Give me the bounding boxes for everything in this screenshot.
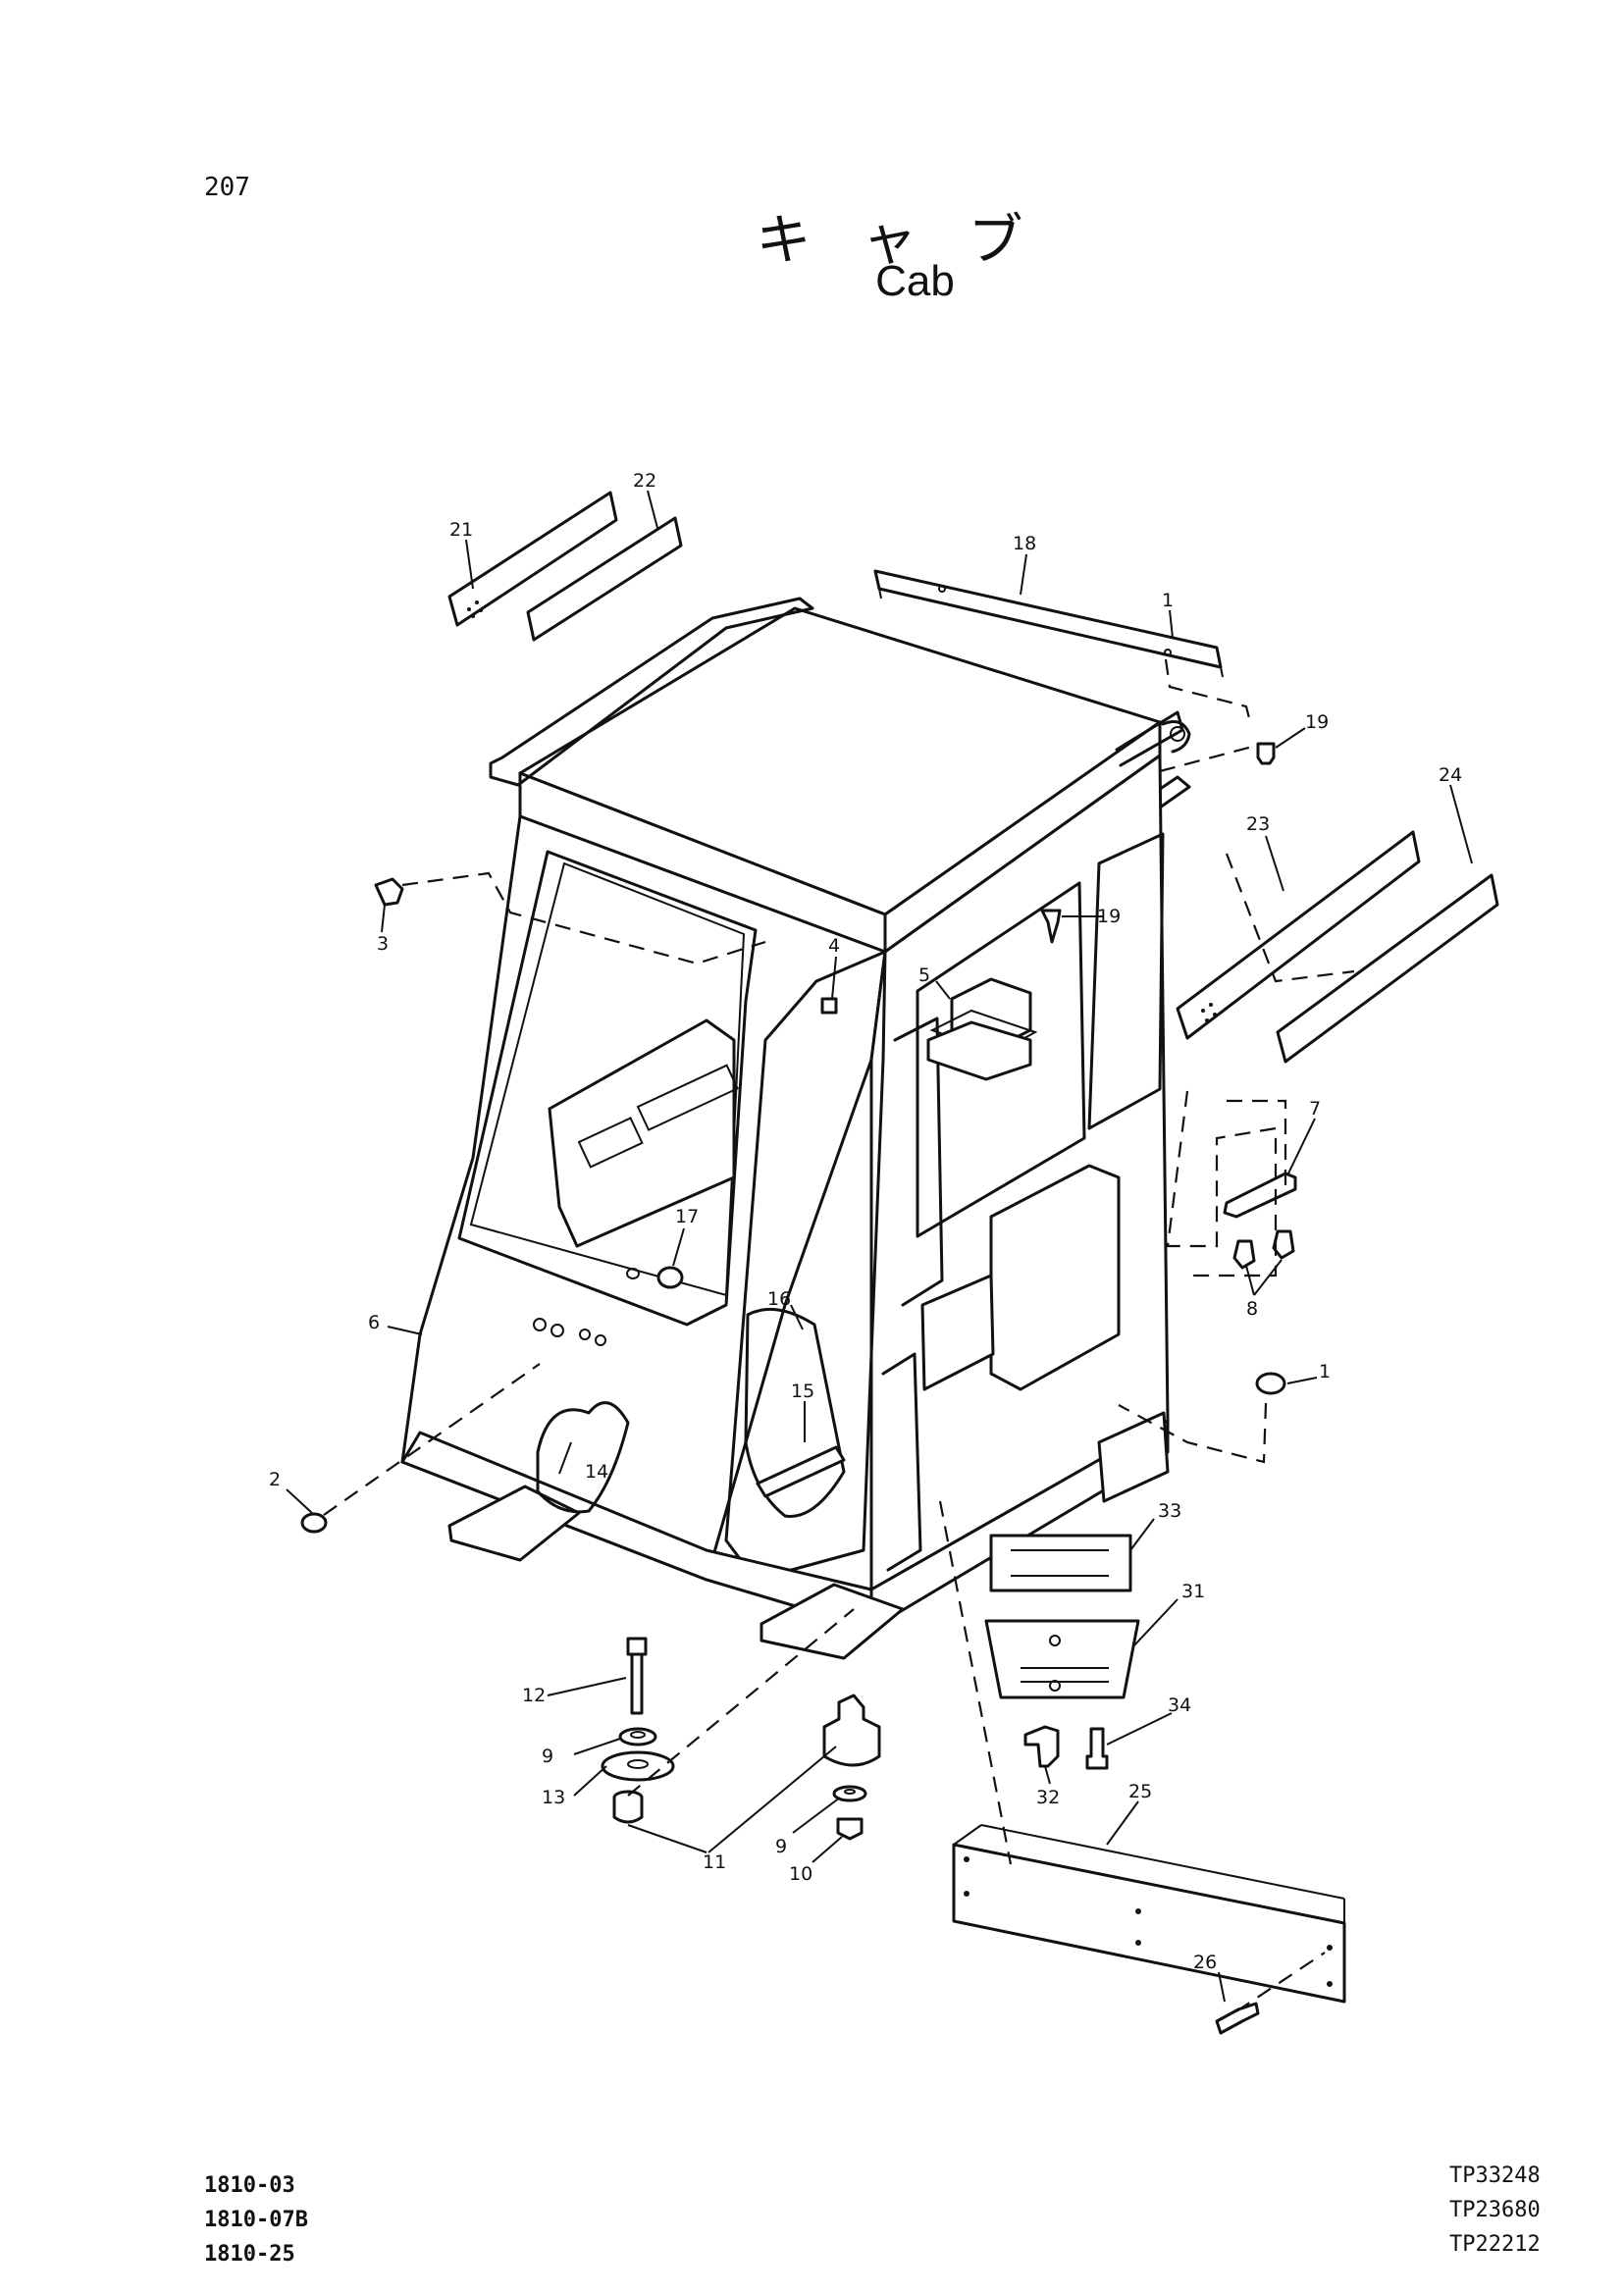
callout-3: 3 bbox=[377, 933, 389, 955]
bolt-19-mid bbox=[1040, 909, 1062, 944]
callout-21: 21 bbox=[449, 519, 473, 541]
callout-10: 10 bbox=[789, 1863, 812, 1885]
footer-code: TP33248 bbox=[1449, 2164, 1541, 2188]
callout-26: 26 bbox=[1193, 1952, 1217, 1973]
washer-9-right bbox=[832, 1785, 867, 1802]
callout-31: 31 bbox=[1181, 1581, 1205, 1602]
seal-strip-22 bbox=[526, 516, 683, 642]
elbow-32 bbox=[1023, 1725, 1060, 1768]
callout-15: 15 bbox=[791, 1381, 814, 1402]
page-number: 207 bbox=[204, 173, 250, 202]
assembly-line bbox=[627, 1608, 855, 1797]
assembly-line bbox=[1235, 1952, 1326, 2012]
callout-12: 12 bbox=[522, 1685, 546, 1706]
assembly-line bbox=[1159, 744, 1257, 773]
callout-13: 13 bbox=[542, 1787, 565, 1808]
plate-33 bbox=[989, 1534, 1132, 1592]
footer-code: 1810-03 bbox=[204, 2173, 295, 2198]
cap-17 bbox=[626, 1266, 684, 1289]
assembly-line bbox=[323, 1363, 541, 1516]
assembly-line bbox=[401, 871, 766, 965]
callout-22: 22 bbox=[633, 470, 656, 492]
bar-25 bbox=[952, 1824, 1346, 2004]
assembly-line bbox=[1164, 658, 1253, 727]
callout-19-top: 19 bbox=[1305, 711, 1329, 733]
footer-code: TP22212 bbox=[1449, 2232, 1541, 2257]
callout-9-left: 9 bbox=[542, 1746, 553, 1767]
callout-17: 17 bbox=[675, 1206, 699, 1227]
callout-25: 25 bbox=[1128, 1781, 1152, 1802]
callout-7: 7 bbox=[1309, 1098, 1321, 1120]
mount-11-right bbox=[822, 1694, 881, 1767]
page-title-english: Cab bbox=[875, 257, 955, 305]
callout-1-right: 1 bbox=[1319, 1361, 1331, 1382]
assembly-line bbox=[1118, 1402, 1268, 1464]
callout-18: 18 bbox=[1013, 533, 1036, 554]
callout-6: 6 bbox=[368, 1312, 380, 1333]
callout-16: 16 bbox=[767, 1288, 791, 1310]
bolt-12 bbox=[626, 1637, 648, 1715]
page-title-japanese: キャブ bbox=[756, 209, 1074, 273]
cab-frame-6 bbox=[400, 597, 1191, 1660]
bolt-19-top bbox=[1256, 742, 1276, 765]
assembly-line bbox=[938, 1500, 1013, 1865]
callout-19-mid: 19 bbox=[1097, 906, 1121, 927]
nut-10 bbox=[836, 1817, 864, 1841]
footer-left-codes: 1810-03 1810-07B 1810-25 bbox=[204, 2168, 308, 2271]
callout-34: 34 bbox=[1168, 1694, 1191, 1716]
footer-code: 1810-25 bbox=[204, 2242, 295, 2267]
plate-31 bbox=[984, 1619, 1140, 1699]
plug-3 bbox=[374, 877, 404, 907]
seal-strip-24 bbox=[1276, 873, 1499, 1064]
footer-code: 1810-07B bbox=[204, 2208, 308, 2232]
cap-1-right bbox=[1255, 1372, 1286, 1395]
bolt-26 bbox=[1215, 2002, 1260, 2035]
assembly-line bbox=[1227, 1099, 1287, 1187]
washer-9-left bbox=[618, 1727, 657, 1747]
assembly-line bbox=[1166, 1090, 1278, 1277]
seal-strip-23 bbox=[1176, 830, 1421, 1040]
callout-1-top: 1 bbox=[1162, 590, 1174, 611]
leader-lines bbox=[286, 490, 1473, 2003]
bolts-8 bbox=[1232, 1229, 1295, 1270]
callout-5: 5 bbox=[918, 965, 930, 986]
mount-13 bbox=[601, 1750, 675, 1782]
callout-9-right: 9 bbox=[775, 1836, 787, 1857]
nut-4 bbox=[820, 997, 838, 1015]
callout-14: 14 bbox=[585, 1461, 608, 1483]
callout-24: 24 bbox=[1439, 764, 1462, 786]
mount-11-left bbox=[612, 1790, 644, 1824]
callout-8: 8 bbox=[1246, 1298, 1258, 1320]
assembly-line bbox=[1225, 853, 1355, 983]
callout-23: 23 bbox=[1246, 813, 1270, 835]
screw-34 bbox=[1085, 1727, 1109, 1770]
callout-32: 32 bbox=[1036, 1787, 1060, 1808]
roof-rail-18 bbox=[873, 569, 1224, 678]
callout-4: 4 bbox=[828, 935, 840, 957]
footer-code: TP23680 bbox=[1449, 2198, 1541, 2222]
callout-2: 2 bbox=[269, 1469, 281, 1490]
callout-11: 11 bbox=[703, 1851, 726, 1873]
cap-2 bbox=[300, 1512, 328, 1534]
callout-33: 33 bbox=[1158, 1500, 1181, 1522]
footer-right-codes: TP33248 TP23680 TP22212 bbox=[1449, 2159, 1541, 2262]
seal-strip-21 bbox=[447, 491, 618, 627]
